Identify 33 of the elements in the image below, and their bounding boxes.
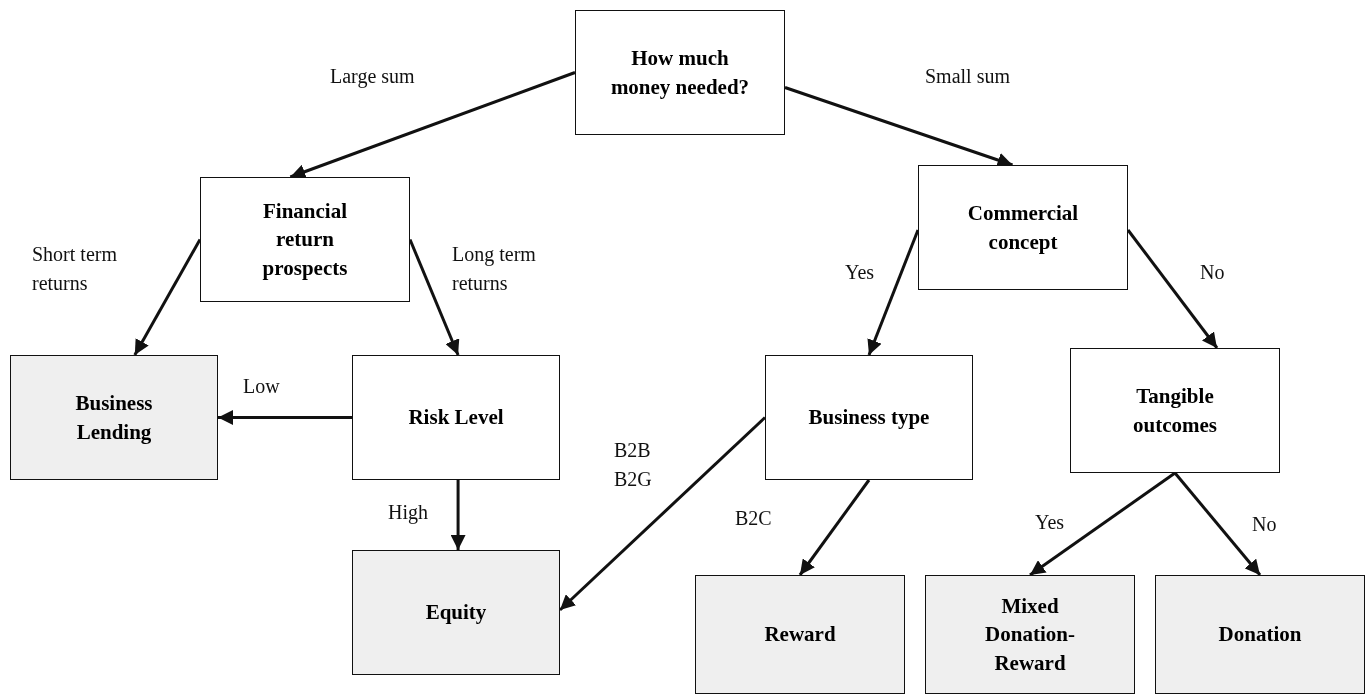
arrow [450,480,466,550]
node-text: Tangible outcomes [1132,383,1218,439]
arrow [558,416,767,612]
arrow [218,410,352,425]
arrow [133,238,202,356]
decision-box [918,165,1128,290]
node-text: Business type [808,404,930,432]
arrow [798,479,871,576]
node-text: How much money needed? [610,45,750,101]
decision-box [200,177,410,302]
arrow [1173,472,1262,576]
decision-box [575,10,785,135]
outcome-box [10,355,218,480]
node-text: Donation [1218,621,1302,649]
outcome-box [1155,575,1365,694]
arrow [1126,229,1219,349]
arrow [289,71,576,179]
node-text: Risk Level [408,404,504,432]
arrow [408,238,460,356]
decision-box [352,355,560,480]
node-text: Commercial concept [966,200,1080,256]
node-text: Reward [764,621,836,649]
outcome-box [695,575,905,694]
arrow [1029,471,1176,577]
decision-box [765,355,973,480]
decision-box [1070,348,1280,473]
node-text: Equity [425,599,487,627]
node-text: Financial return prospects [261,198,349,282]
outcome-box [925,575,1135,694]
outcome-box [352,550,560,675]
arrow [867,229,920,356]
node-text: Business Lending [74,390,154,446]
node-text: Mixed Donation-Reward [984,593,1076,677]
